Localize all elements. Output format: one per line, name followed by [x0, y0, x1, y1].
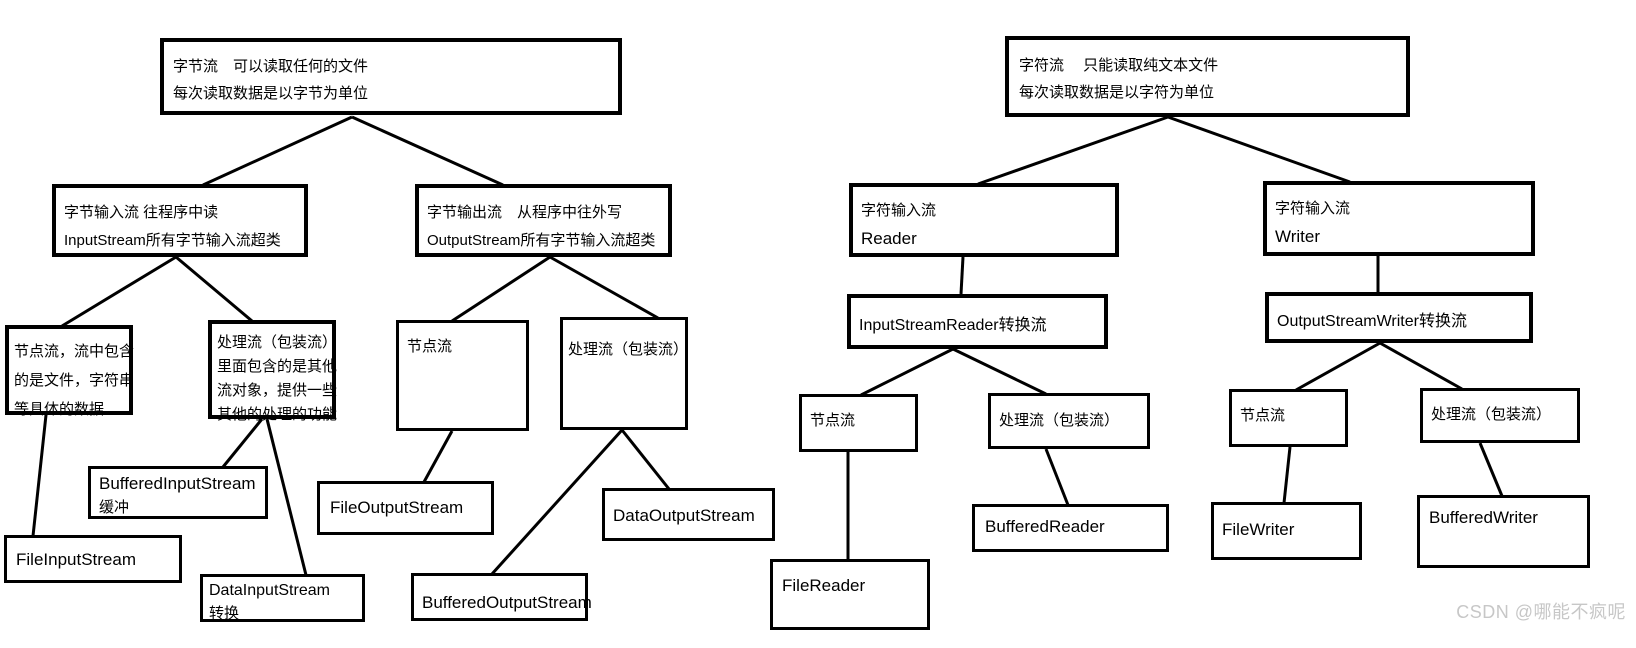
box-label: OutputStreamWriter转换流	[1277, 313, 1467, 330]
box-label: 字符流 只能读取纯文本文件	[1019, 57, 1219, 74]
box-writer: 字符输入流 Writer	[1263, 181, 1535, 256]
connector-line	[175, 255, 253, 323]
box-data-output-stream: DataOutputStream	[602, 488, 775, 541]
box-file-output-stream: FileOutputStream	[317, 481, 494, 535]
box-label: DataInputStream	[209, 582, 330, 599]
connector-line	[265, 418, 308, 576]
box-label: Writer	[1275, 227, 1321, 246]
connector-line	[860, 347, 954, 397]
box-buffered-writer: BufferedWriter	[1417, 495, 1590, 568]
connector-line	[422, 430, 454, 483]
box-buffered-output-stream: BufferedOutputStream	[411, 573, 592, 621]
box-label: 转换	[209, 605, 240, 622]
box-label: OutputStream所有字节输入流超类	[427, 232, 656, 249]
box-reader: 字符输入流 Reader	[849, 183, 1119, 257]
box-byte-output-stream: 字节输出流 从程序中往外写 OutputStream所有字节输入流超类	[415, 184, 672, 257]
box-char-stream-root: 字符流 只能读取纯文本文件 每次读取数据是以字符为单位	[1005, 36, 1410, 117]
connector-line	[1167, 115, 1351, 184]
box-label: 节点流，流中包含	[14, 343, 135, 360]
box-label: InputStreamReader转换流	[859, 317, 1047, 334]
connector-line	[620, 429, 671, 490]
box-label: FileReader	[782, 576, 866, 595]
box-byte-output-node-stream: 节点流	[396, 320, 529, 431]
connector-line	[202, 115, 353, 187]
box-label: 字节输出流 从程序中往外写	[427, 204, 623, 221]
box-label: 里面包含的是其他	[217, 358, 338, 375]
connector-line	[451, 255, 551, 323]
box-label: 其他的处理的功能	[217, 406, 338, 423]
box-output-stream-writer: OutputStreamWriter转换流	[1265, 292, 1533, 343]
box-label: 缓冲	[99, 499, 130, 516]
csdn-watermark: CSDN @哪能不疯呢	[1456, 602, 1626, 622]
box-label: FileInputStream	[16, 550, 136, 569]
box-label: 的是文件，字符串	[14, 372, 135, 389]
box-label: 节点流	[810, 412, 856, 429]
box-file-reader: FileReader	[770, 559, 930, 630]
box-file-writer: FileWriter	[1211, 502, 1362, 560]
box-label: 节点流	[1240, 407, 1286, 424]
box-byte-output-process-stream: 处理流（包装流）	[560, 317, 688, 430]
box-label: FileWriter	[1222, 520, 1295, 539]
box-writer-node-stream: 节点流	[1229, 389, 1348, 447]
box-buffered-reader: BufferedReader	[972, 504, 1169, 552]
connector-line	[1478, 442, 1504, 497]
box-label: 字符输入流	[861, 202, 937, 219]
box-label: Reader	[861, 229, 917, 248]
box-label: DataOutputStream	[613, 506, 755, 525]
box-label: 节点流	[407, 338, 453, 355]
box-label: 每次读取数据是以字节为单位	[173, 85, 369, 102]
box-label: BufferedInputStream	[99, 474, 256, 493]
box-input-stream-reader: InputStreamReader转换流	[847, 294, 1108, 349]
box-node-stream-description: 节点流，流中包含 的是文件，字符串 等具体的数据	[5, 325, 135, 418]
box-buffered-input-stream: BufferedInputStream 缓冲	[88, 466, 268, 519]
box-label: 字节输入流 往程序中读	[64, 204, 219, 221]
connector-line	[952, 347, 1047, 396]
box-byte-input-stream: 字节输入流 往程序中读 InputStream所有字节输入流超类	[52, 184, 308, 257]
connector-line	[61, 255, 177, 328]
connector-line	[549, 255, 659, 320]
box-label: 字符输入流	[1275, 200, 1351, 217]
connector-line	[351, 115, 504, 187]
connector-line	[31, 414, 48, 537]
box-label: 等具体的数据	[14, 401, 105, 418]
connector-line	[959, 256, 965, 295]
box-label: BufferedOutputStream	[422, 593, 592, 612]
box-label: 每次读取数据是以字符为单位	[1019, 84, 1215, 101]
box-label: 处理流（包装流）	[1431, 406, 1552, 423]
box-label: 流对象，提供一些	[217, 382, 338, 399]
box-label: 处理流（包装流）	[217, 334, 338, 351]
box-label: 处理流（包装流）	[999, 412, 1120, 429]
box-data-input-stream: DataInputStream 转换	[200, 574, 365, 622]
box-process-stream-description: 处理流（包装流） 里面包含的是其他 流对象，提供一些 其他的处理的功能	[208, 320, 338, 423]
box-label: 处理流（包装流）	[568, 341, 689, 358]
box-byte-stream-root: 字节流 可以读取任何的文件 每次读取数据是以字节为单位	[160, 38, 622, 115]
connector-line	[1044, 448, 1070, 506]
box-writer-process-stream: 处理流（包装流）	[1420, 388, 1580, 443]
box-file-input-stream: FileInputStream	[4, 535, 182, 583]
connector-line	[977, 115, 1169, 186]
connector-line	[1282, 446, 1292, 504]
box-label: BufferedWriter	[1429, 508, 1538, 527]
connector-line	[221, 418, 264, 468]
box-reader-process-stream: 处理流（包装流）	[988, 393, 1150, 449]
connector-line	[1379, 341, 1463, 391]
box-reader-node-stream: 节点流	[799, 394, 918, 452]
box-label: BufferedReader	[985, 517, 1105, 536]
connector-line	[490, 428, 624, 576]
box-label: 字节流 可以读取任何的文件	[173, 58, 369, 75]
box-label: InputStream所有字节输入流超类	[64, 232, 281, 249]
box-label: FileOutputStream	[330, 498, 464, 517]
connector-line	[1295, 341, 1381, 392]
